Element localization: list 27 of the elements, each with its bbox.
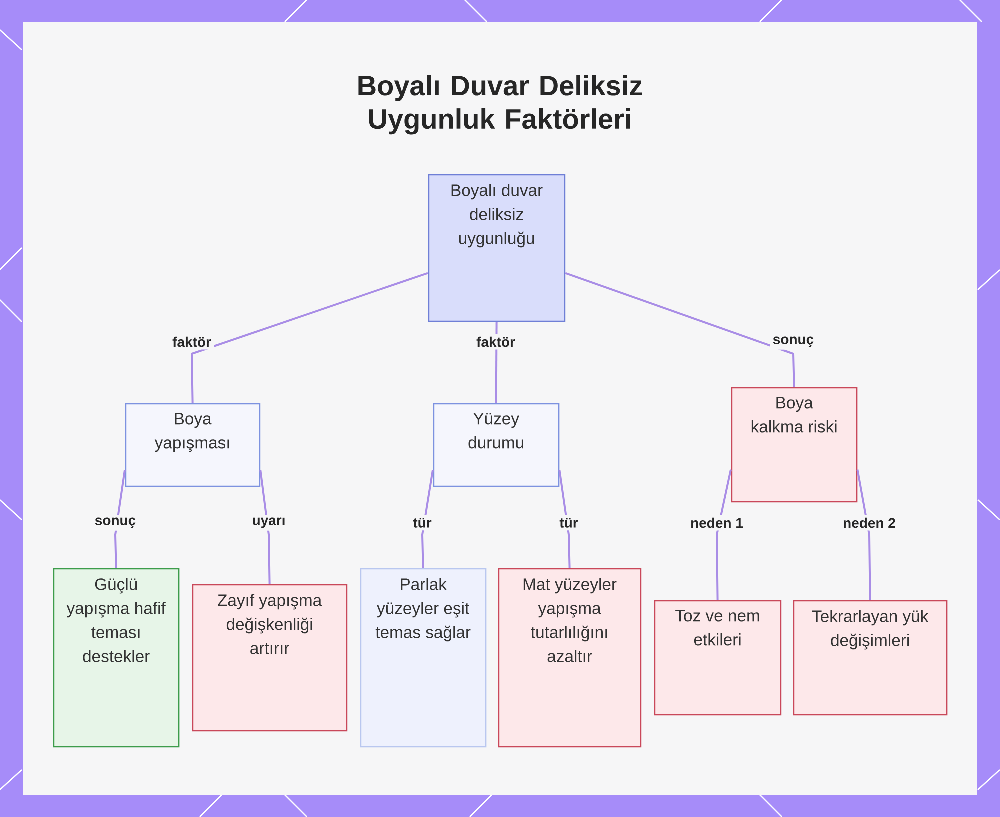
process-box: Boyalı duvar deliksiz uygunluğu xyxy=(428,174,566,323)
edge-label: tür xyxy=(410,515,434,531)
connector-line xyxy=(422,470,434,568)
edge-label: uyarı xyxy=(250,515,288,531)
connector-line xyxy=(716,470,732,600)
edge-label: faktör xyxy=(474,334,518,350)
edge-label: tür xyxy=(557,515,581,531)
edge-label: neden 1 xyxy=(688,515,746,531)
process-box: Boya yapışması xyxy=(125,403,261,488)
edge-label: faktör xyxy=(170,334,214,350)
process-box: Boya kalkma riski xyxy=(731,387,858,503)
process-box: Güçlü yapışma hafif teması destekler xyxy=(53,568,180,748)
process-box: Zayıf yapışma değişkenliği artırır xyxy=(192,584,348,732)
process-box: Toz ve nem etkileri xyxy=(654,600,782,716)
process-box: Parlak yüzeyler eşit temas sağlar xyxy=(360,568,487,748)
connector-line xyxy=(191,272,428,404)
process-box: Tekrarlayan yük değişimleri xyxy=(793,600,948,716)
connector-line xyxy=(558,470,571,568)
connector-line xyxy=(565,272,796,388)
title: Boyalı Duvar Deliksiz Uygunluk Faktörleri xyxy=(358,75,642,135)
connector-line xyxy=(260,470,271,584)
process-box: Mat yüzeyler yapışma tutarlılığını azaltır xyxy=(498,568,642,748)
edge-label: neden 2 xyxy=(840,515,899,531)
edge-label: sonuç xyxy=(92,515,139,531)
connector-line xyxy=(856,470,872,600)
edge-label: sonuç xyxy=(770,334,817,350)
process-box: Yüzey durumu xyxy=(433,403,560,488)
